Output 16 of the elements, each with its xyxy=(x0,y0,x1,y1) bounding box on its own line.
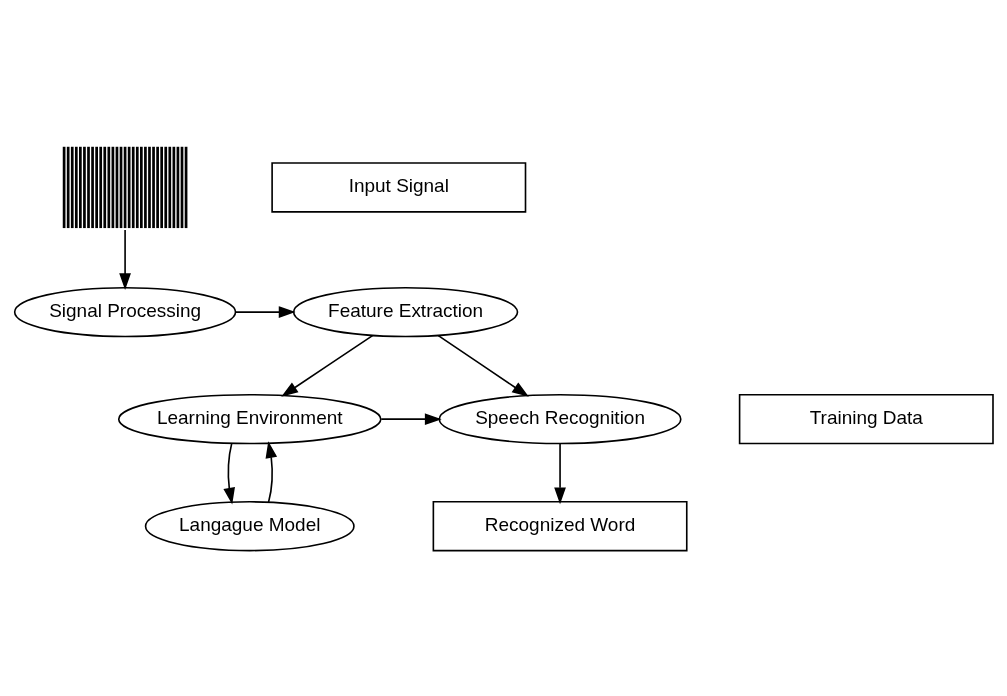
node-ellipse: Feature Extraction xyxy=(292,286,518,338)
arrow xyxy=(222,442,235,505)
node-ellipse: Signal Processing xyxy=(13,286,236,338)
node-box: Recognized Word xyxy=(432,501,688,552)
node-ellipse: Langague Model xyxy=(144,501,355,552)
arrow xyxy=(280,334,373,397)
arrow xyxy=(379,413,442,426)
node-box: Input Signal xyxy=(270,162,526,213)
arrow xyxy=(437,334,529,397)
arrow xyxy=(265,441,277,503)
arrow xyxy=(553,442,566,505)
node-ellipse: Learning Environment xyxy=(117,393,382,445)
arrow xyxy=(118,229,131,291)
node-box: Training Data xyxy=(738,393,994,445)
arrow xyxy=(233,306,296,318)
node-ellipse: Speech Recognition xyxy=(438,393,682,445)
